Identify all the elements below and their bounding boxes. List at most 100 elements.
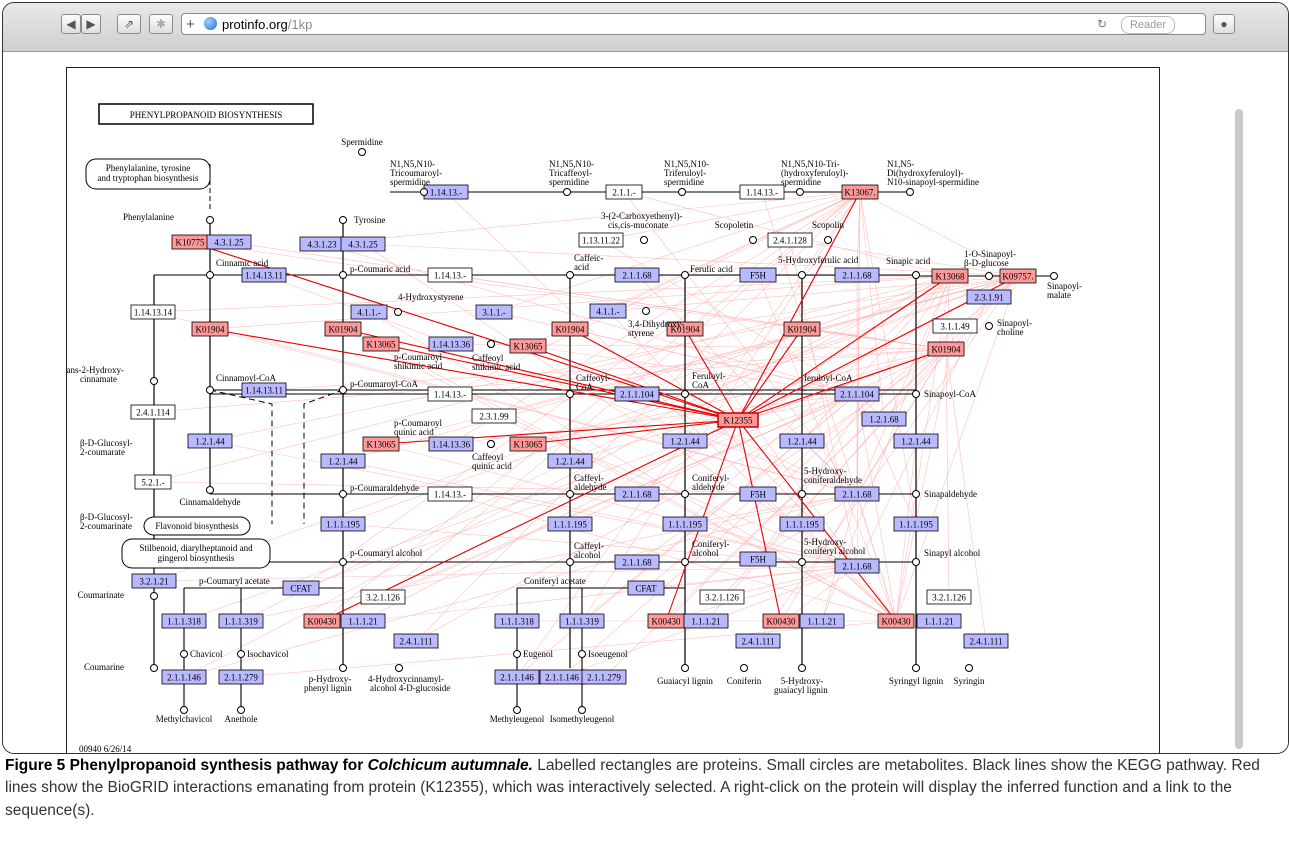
protein-e44[interactable]: 1.1.1.21 [683,613,729,629]
protein-e53[interactable]: 2.1.1.146 [539,669,585,685]
metabolite-node[interactable] [678,188,686,196]
reload-icon[interactable]: ↻ [1096,17,1107,31]
protein-K13065c[interactable]: K13065 [362,436,400,452]
protein-K00430a[interactable]: K00430 [303,613,341,629]
metabolite-node[interactable] [681,664,689,672]
protein-e43[interactable]: 1.1.1.21 [340,613,386,629]
metabolite-node[interactable] [796,188,804,196]
protein-e36[interactable]: 2.1.1.68 [834,558,880,574]
protein-e29[interactable]: 1.1.1.195 [547,516,593,532]
metabolite-node[interactable] [566,390,574,398]
metabolite-node[interactable] [339,386,347,394]
metabolite-node[interactable] [798,271,806,279]
metabolite-node[interactable] [395,664,403,672]
map-link-box[interactable]: Flavonoid biosynthesis [143,516,251,536]
protein-K01904c[interactable]: K01904 [551,321,589,337]
metabolite-node[interactable] [566,558,574,566]
protein-K13065b[interactable]: K13065 [509,338,547,354]
protein-e47[interactable]: 2.4.1.111 [393,633,439,649]
protein-K09757[interactable]: K09757. [999,268,1037,284]
protein-e3[interactable]: 4.3.1.25 [340,236,386,252]
protein-e54[interactable]: 2.1.1.279 [581,669,627,685]
protein-e4[interactable]: 4.3.1.25 [206,234,252,250]
protein-e50[interactable]: 2.1.1.146 [161,669,207,685]
metabolite-node[interactable] [985,322,993,330]
protein-e25[interactable]: 2.1.1.68 [614,486,660,502]
metabolite-node[interactable] [206,271,214,279]
protein-e32[interactable]: 1.1.1.195 [893,516,939,532]
metabolite-node[interactable] [912,558,920,566]
metabolite-node[interactable] [206,486,214,494]
protein-K13065d[interactable]: K13065 [509,436,547,452]
metabolite-node[interactable] [740,664,748,672]
protein-e49[interactable]: 2.4.1.111 [963,633,1009,649]
metabolite-node[interactable] [563,188,571,196]
metabolite-node[interactable] [150,664,158,672]
protein-e46[interactable]: 1.1.1.21 [916,613,962,629]
forward-button[interactable]: ▶ [81,14,101,34]
protein-K01904d[interactable]: K01904 [666,321,704,337]
protein-e51[interactable]: 2.1.1.279 [218,669,264,685]
metabolite-node[interactable] [1050,272,1058,280]
scrollbar[interactable] [1235,109,1243,749]
add-bookmark-icon[interactable]: + [186,16,195,33]
protein-e26[interactable]: F5H [739,486,777,502]
metabolite-node[interactable] [339,271,347,279]
metabolite-node[interactable] [339,490,347,498]
metabolite-node[interactable] [681,390,689,398]
metabolite-node[interactable] [578,650,586,658]
protein-e40[interactable]: 1.1.1.319 [218,613,264,629]
protein-e18[interactable]: 1.2.1.44 [187,433,233,449]
metabolite-node[interactable] [206,216,214,224]
protein-e12[interactable]: 2.1.1.68 [834,267,880,283]
metabolite-node[interactable] [566,271,574,279]
protein-e10[interactable]: 2.1.1.68 [614,267,660,283]
protein-e15[interactable]: 2.1.1.104 [614,386,660,402]
metabolite-node[interactable] [487,440,495,448]
protein-e7[interactable]: 3.1.1.- [475,304,513,320]
protein-e45[interactable]: 1.1.1.21 [799,613,845,629]
protein-e9[interactable]: 1.14.13.36 [428,336,474,352]
metabolite-node[interactable] [358,148,366,156]
protein-e14[interactable]: 1.14.13.11 [241,382,287,398]
metabolite-node[interactable] [965,664,973,672]
reader-button[interactable]: Reader [1121,16,1175,34]
metabolite-node[interactable] [394,308,402,316]
protein-e8[interactable]: 4.1.1.- [589,303,627,319]
protein-e30[interactable]: 1.1.1.195 [662,516,708,532]
protein-e35[interactable]: F5H [739,551,777,567]
protein-K12355[interactable]: K12355 [717,412,759,428]
back-button[interactable]: ◀ [61,14,81,34]
metabolite-node[interactable] [487,340,495,348]
protein-e24[interactable]: 1.2.1.44 [547,453,593,469]
metabolite-node[interactable] [681,271,689,279]
address-bar[interactable]: + protinfo.org/1kp ↻ Reader [181,13,1206,35]
protein-K00430c[interactable]: K00430 [762,613,800,629]
metabolite-node[interactable] [150,592,158,600]
protein-e16[interactable]: 2.1.1.104 [834,386,880,402]
protein-e22[interactable]: 1.2.1.68 [861,411,907,427]
protein-e48[interactable]: 2.4.1.111 [735,633,781,649]
protein-e28[interactable]: 1.1.1.195 [320,516,366,532]
metabolite-node[interactable] [513,650,521,658]
protein-K01904e[interactable]: K01904 [783,321,821,337]
protein-e6[interactable]: 4.1.1.- [350,304,388,320]
metabolite-node[interactable] [578,706,586,714]
protein-e37[interactable]: CFAT [282,580,320,596]
protein-e38[interactable]: CFAT [627,580,665,596]
protein-K13068[interactable]: K13068 [931,268,969,284]
protein-K01904b[interactable]: K01904 [324,321,362,337]
metabolite-node[interactable] [798,664,806,672]
protein-e17[interactable]: 1.14.13.36 [428,436,474,452]
protein-e42[interactable]: 1.1.1.319 [559,613,605,629]
metabolite-node[interactable] [180,706,188,714]
metabolite-node[interactable] [513,706,521,714]
protein-e5[interactable]: 1.14.13.11 [241,267,287,283]
protein-e34[interactable]: 2.1.1.68 [614,554,660,570]
protein-e21[interactable]: 1.2.1.44 [893,433,939,449]
map-link-box[interactable]: Stilbenoid, diarylheptanoid andgingerol … [121,538,271,569]
protein-K13065a[interactable]: K13065 [362,336,400,352]
metabolite-node[interactable] [566,490,574,498]
metabolite-node[interactable] [681,558,689,566]
